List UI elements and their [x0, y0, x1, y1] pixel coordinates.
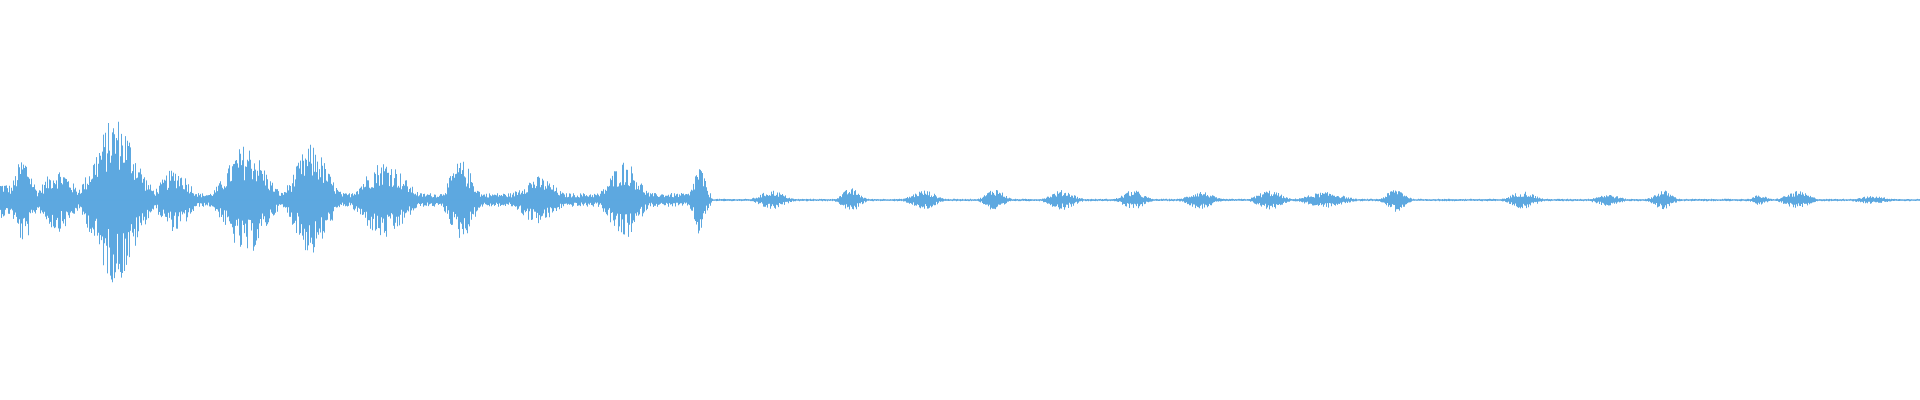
waveform-samples	[0, 121, 1920, 283]
waveform-trace	[0, 121, 1920, 283]
